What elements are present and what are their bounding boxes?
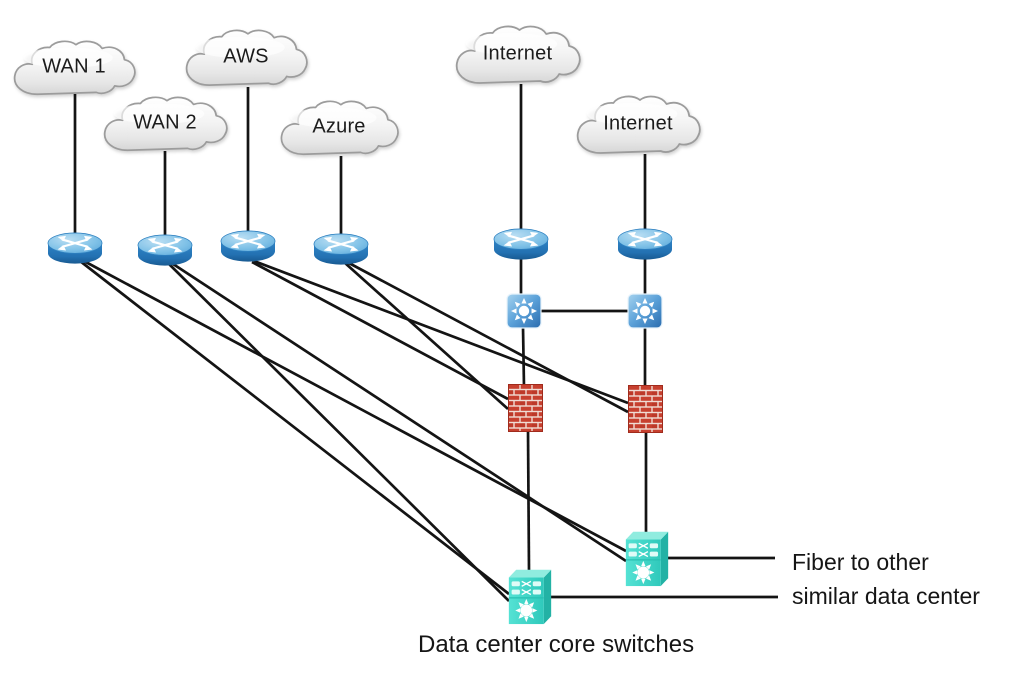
firewall-1 bbox=[508, 384, 543, 432]
router-icon bbox=[617, 228, 673, 260]
switch-icon bbox=[627, 293, 663, 329]
router-icon bbox=[47, 232, 103, 264]
cloud-wan1: WAN 1 bbox=[10, 40, 138, 98]
router-icon bbox=[220, 230, 276, 262]
core-switch-2 bbox=[624, 524, 670, 588]
connection-firewall-1--core-switch-1 bbox=[526, 429, 531, 572]
cloud-wan1-label: WAN 1 bbox=[42, 55, 106, 78]
cloud-internet-1-label: Internet bbox=[482, 42, 553, 65]
router-aws bbox=[219, 229, 277, 264]
cloud-icon bbox=[455, 25, 581, 84]
switch-internet-1 bbox=[506, 293, 542, 329]
cloud-azure-label: Azure bbox=[312, 115, 366, 138]
cloud-wan2-label: WAN 2 bbox=[133, 111, 197, 134]
cloud-aws: AWS bbox=[182, 29, 310, 89]
firewall-2 bbox=[628, 385, 663, 433]
cloud-azure: Azure bbox=[277, 100, 401, 158]
switch-icon bbox=[506, 293, 542, 329]
cloud-icon bbox=[103, 96, 228, 152]
fiber-to-other-label-line1: Fiber to other bbox=[792, 549, 929, 575]
core-switch-1 bbox=[507, 562, 553, 626]
connection-router-wan1--core-switch-1 bbox=[79, 259, 510, 596]
connection-router-wan2--core-switch-1 bbox=[167, 262, 510, 602]
cloud-aws-label: AWS bbox=[223, 45, 269, 68]
router-azure bbox=[312, 232, 370, 267]
multilayer-switch-icon bbox=[625, 531, 669, 587]
cloud-internet-1: Internet bbox=[452, 25, 583, 87]
connection-router-aws--firewall-1 bbox=[251, 260, 509, 401]
cloud-internet-2-label: Internet bbox=[603, 112, 673, 135]
multilayer-switch-icon bbox=[508, 569, 552, 625]
router-internet-1 bbox=[492, 227, 550, 262]
cloud-icon bbox=[576, 95, 701, 154]
cloud-icon bbox=[280, 100, 399, 156]
router-wan2 bbox=[136, 233, 194, 268]
connection-router-azure--firewall-2 bbox=[346, 260, 629, 414]
cloud-icon bbox=[185, 29, 308, 86]
connection-router-azure--firewall-1 bbox=[344, 261, 509, 411]
router-icon bbox=[313, 233, 369, 265]
cloud-internet-2: Internet bbox=[573, 95, 703, 157]
router-icon bbox=[137, 234, 193, 266]
data-center-core-switches-label: Data center core switches bbox=[418, 631, 695, 658]
router-internet-2 bbox=[616, 227, 674, 262]
fiber-to-other-label-line2: similar data center bbox=[792, 583, 980, 609]
firewall-icon bbox=[628, 385, 663, 433]
cloud-icon bbox=[13, 40, 136, 96]
switch-internet-2 bbox=[627, 293, 663, 329]
router-wan1 bbox=[46, 231, 104, 266]
cloud-wan2: WAN 2 bbox=[100, 96, 230, 154]
firewall-icon bbox=[508, 384, 543, 432]
connection-router-wan2--core-switch-2 bbox=[169, 260, 627, 563]
router-icon bbox=[493, 228, 549, 260]
